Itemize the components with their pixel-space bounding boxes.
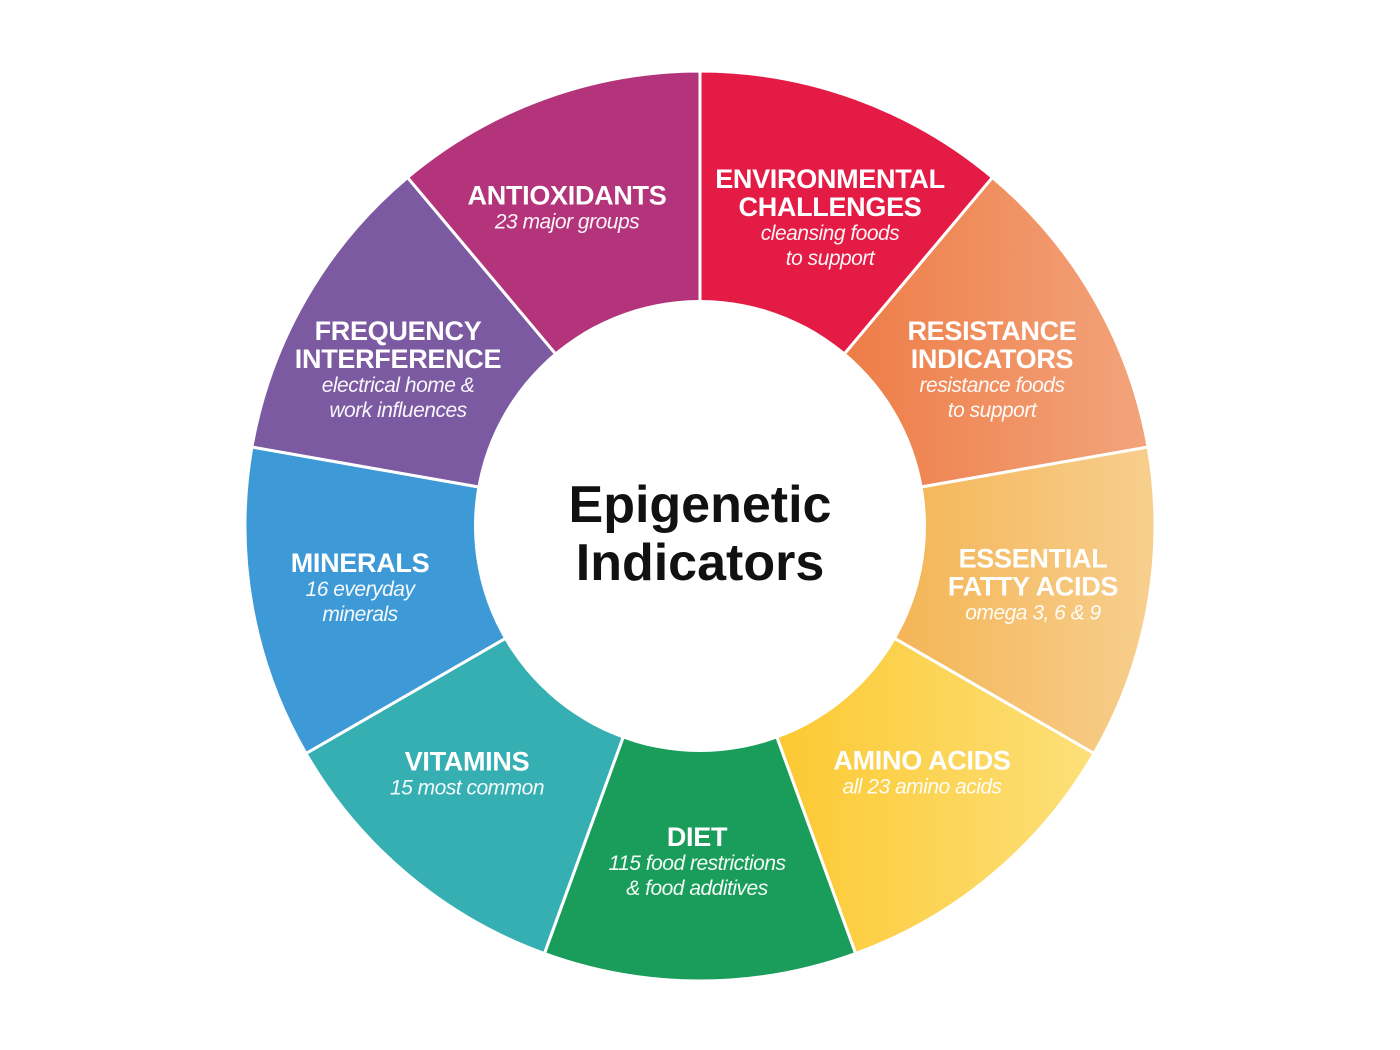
segment-subtitle: to support xyxy=(785,247,875,270)
segment-subtitle: 115 food restrictions xyxy=(608,852,786,875)
center-title-line2: Indicators xyxy=(575,534,825,592)
center-title-line1: Epigenetic xyxy=(568,476,832,534)
wheel-segment xyxy=(542,521,858,983)
segment-subtitle: 15 most common xyxy=(389,776,545,800)
center-title: Epigenetic Indicators xyxy=(569,476,832,592)
segment-title: ANTIOXIDANTS xyxy=(467,180,667,211)
segment-title: MINERALS xyxy=(290,548,430,578)
segment-title: AMINO ACIDS xyxy=(833,745,1011,776)
segment-subtitle: 16 everyday xyxy=(305,578,415,601)
segment-title: FATTY ACIDS xyxy=(947,571,1119,602)
segment-subtitle: resistance foods xyxy=(919,374,1065,397)
center-circle xyxy=(474,300,926,752)
segment-subtitle: work influences xyxy=(329,399,467,422)
segment-subtitle: & food additives xyxy=(626,877,768,900)
segment-subtitle: omega 3, 6 & 9 xyxy=(965,601,1101,625)
segment-subtitle: 23 major groups xyxy=(494,210,640,234)
segment-subtitle: minerals xyxy=(322,603,398,626)
segment-title: CHALLENGES xyxy=(738,192,922,222)
segment-subtitle: to support xyxy=(947,399,1037,422)
segment-title: RESISTANCE xyxy=(907,316,1077,346)
segment-subtitle: electrical home & xyxy=(321,374,475,397)
segment-title: ENVIRONMENTAL xyxy=(715,164,945,194)
segment-title: DIET xyxy=(666,822,728,852)
segment-subtitle: all 23 amino acids xyxy=(842,775,1002,799)
segment-subtitle: cleansing foods xyxy=(760,222,900,245)
segment-title: VITAMINS xyxy=(404,746,530,777)
segment-title: INDICATORS xyxy=(910,344,1074,374)
segment-title: ESSENTIAL xyxy=(958,543,1108,574)
segment-title: FREQUENCY xyxy=(314,316,482,346)
segment-title: INTERFERENCE xyxy=(294,344,502,374)
